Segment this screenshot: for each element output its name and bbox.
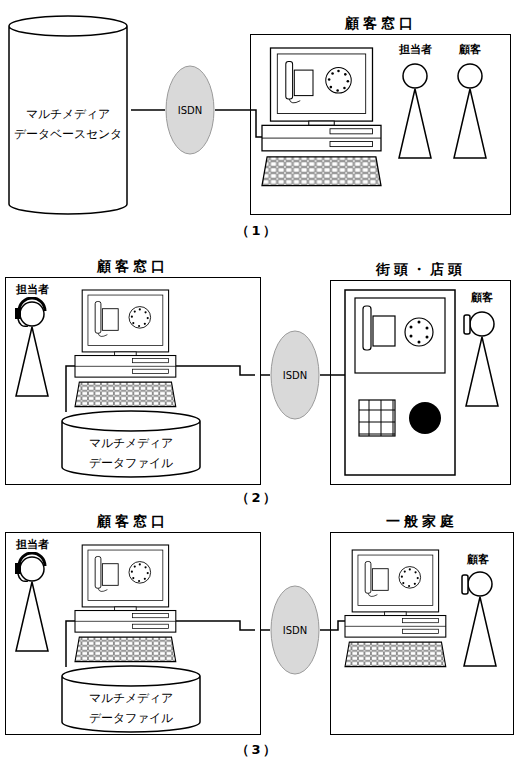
computer xyxy=(345,550,446,667)
kiosk xyxy=(345,290,455,475)
network-label: ISDN xyxy=(283,367,307,384)
network-line xyxy=(131,109,165,111)
person-label: 担当者 xyxy=(15,282,50,297)
wire xyxy=(330,374,345,376)
network-line xyxy=(261,629,270,631)
person xyxy=(399,64,431,158)
wire xyxy=(66,366,75,412)
person-label: 顧客 xyxy=(466,552,490,567)
box-heading: 顧客窓口 xyxy=(5,510,261,532)
panel-caption: （2） xyxy=(235,489,278,507)
database-cylinder: マルチメディア データファイル xyxy=(60,410,202,478)
network-ellipse: ISDN xyxy=(165,65,215,155)
panel-caption: （3） xyxy=(235,741,278,759)
network-ellipse: ISDN xyxy=(270,330,320,420)
person xyxy=(462,572,496,666)
network-label: ISDN xyxy=(283,622,307,639)
network-line xyxy=(261,374,270,376)
database-label: マルチメディア データファイル xyxy=(68,688,194,729)
database-cylinder: マルチメディア データファイル xyxy=(60,665,202,733)
person-label: 顧客 xyxy=(458,42,482,57)
box-border xyxy=(250,34,511,215)
box-heading: 顧客窓口 xyxy=(5,255,261,277)
wire xyxy=(176,366,255,375)
network-line xyxy=(320,629,330,631)
box-heading: 街頭・店頭 xyxy=(330,258,511,280)
database-cylinder: マルチメディア データベースセンタ xyxy=(5,15,131,215)
box-heading: 一般家庭 xyxy=(330,510,514,532)
wire xyxy=(66,621,75,667)
network-label: ISDN xyxy=(178,102,202,119)
person xyxy=(464,312,498,406)
person xyxy=(454,64,486,158)
computer xyxy=(75,290,176,407)
network-line xyxy=(320,374,330,376)
wire xyxy=(250,110,262,137)
database-label: マルチメディア データベースセンタ xyxy=(13,104,123,145)
box-heading: 顧客窓口 xyxy=(250,12,511,34)
person-label: 担当者 xyxy=(15,537,50,552)
computer xyxy=(262,48,381,186)
person-label: 顧客 xyxy=(470,290,494,305)
wire xyxy=(176,621,255,630)
network-ellipse: ISDN xyxy=(270,585,320,675)
person xyxy=(15,553,48,651)
person xyxy=(15,298,48,396)
wire xyxy=(330,621,345,630)
network-line xyxy=(215,109,250,111)
person-label: 担当者 xyxy=(398,42,433,57)
panel-caption: （1） xyxy=(235,222,278,240)
box-border xyxy=(330,280,511,485)
service-box: 一般家庭 xyxy=(330,510,514,735)
computer xyxy=(75,545,176,662)
database-label: マルチメディア データファイル xyxy=(68,433,194,474)
